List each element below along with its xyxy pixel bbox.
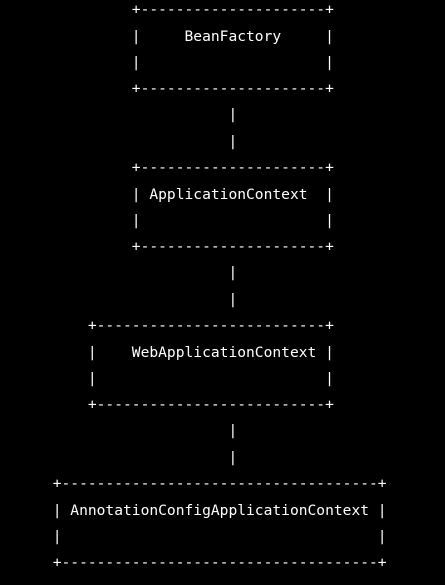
beanfactory-box-bottom: +---------------------+ — [0, 80, 334, 97]
connector-line: | — [0, 422, 238, 439]
connector-line: | — [0, 449, 238, 466]
beanfactory-box-top: +---------------------+ — [0, 1, 334, 18]
annotationconfig-box-bottom: +------------------------------------+ — [0, 554, 387, 571]
annotationconfig-box-top: +------------------------------------+ — [0, 475, 387, 492]
applicationcontext-box-label: | ApplicationContext | — [0, 186, 334, 203]
connector-line: | — [0, 264, 238, 281]
webapplicationcontext-box-side: | | — [0, 370, 334, 387]
connector-line: | — [0, 291, 238, 308]
beanfactory-box-label: | BeanFactory | — [0, 28, 334, 45]
webapplicationcontext-box-label: | WebApplicationContext | — [0, 344, 334, 361]
beanfactory-box-side: | | — [0, 54, 334, 71]
applicationcontext-box-side: | | — [0, 212, 334, 229]
annotationconfig-box-label: | AnnotationConfigApplicationContext | — [0, 502, 387, 519]
webapplicationcontext-box-top: +--------------------------+ — [0, 317, 334, 334]
annotationconfig-box-side: | | — [0, 528, 387, 545]
connector-line: | — [0, 133, 238, 150]
applicationcontext-box-top: +---------------------+ — [0, 159, 334, 176]
webapplicationcontext-box-bottom: +--------------------------+ — [0, 396, 334, 413]
applicationcontext-box-bottom: +---------------------+ — [0, 238, 334, 255]
connector-line: | — [0, 106, 238, 123]
